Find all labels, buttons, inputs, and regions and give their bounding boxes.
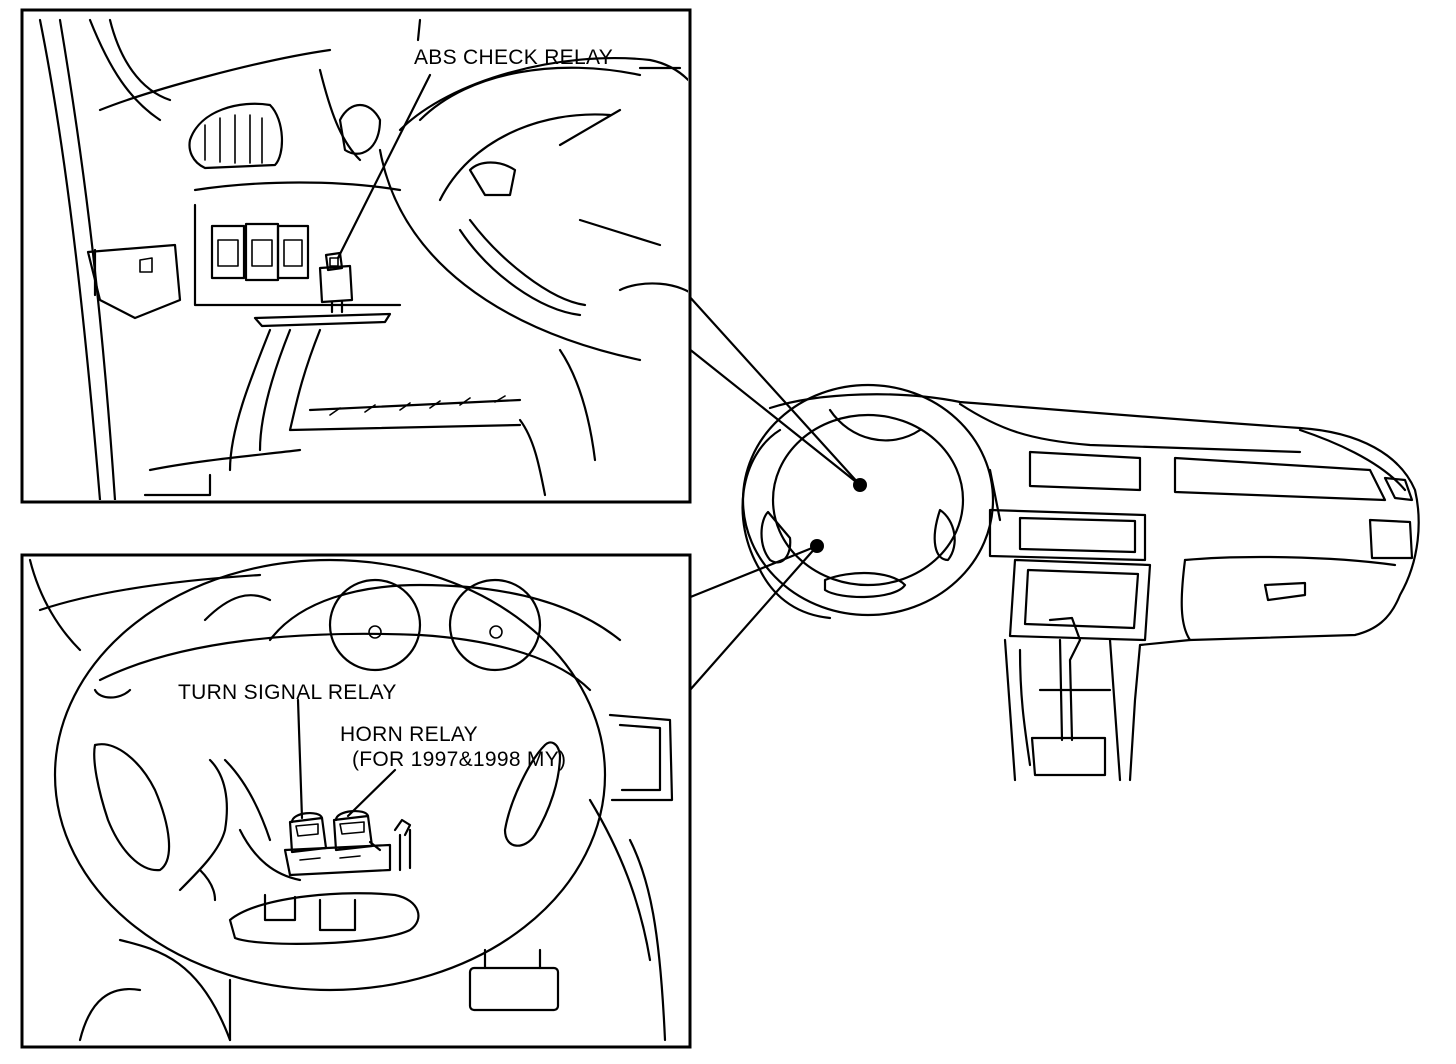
horn-relay-leader <box>346 768 397 818</box>
abs-check-relay-label: ABS CHECK RELAY <box>414 46 613 69</box>
callout-wedges <box>686 293 862 692</box>
dashboard-overview <box>741 383 1420 782</box>
abs-relay-panel: ABS CHECK RELAY <box>20 8 692 504</box>
abs-relay-leader <box>336 73 432 260</box>
turn-horn-relay-panel: TURN SIGNAL RELAY HORN RELAY (FOR 1997&1… <box>20 553 692 1049</box>
horn-relay-label: HORN RELAY <box>340 723 478 746</box>
turn-signal-relay-leader <box>296 698 304 820</box>
turn-signal-relay-label: TURN SIGNAL RELAY <box>178 681 397 704</box>
horn-relay-note-label: (FOR 1997&1998 MY) <box>352 748 566 771</box>
